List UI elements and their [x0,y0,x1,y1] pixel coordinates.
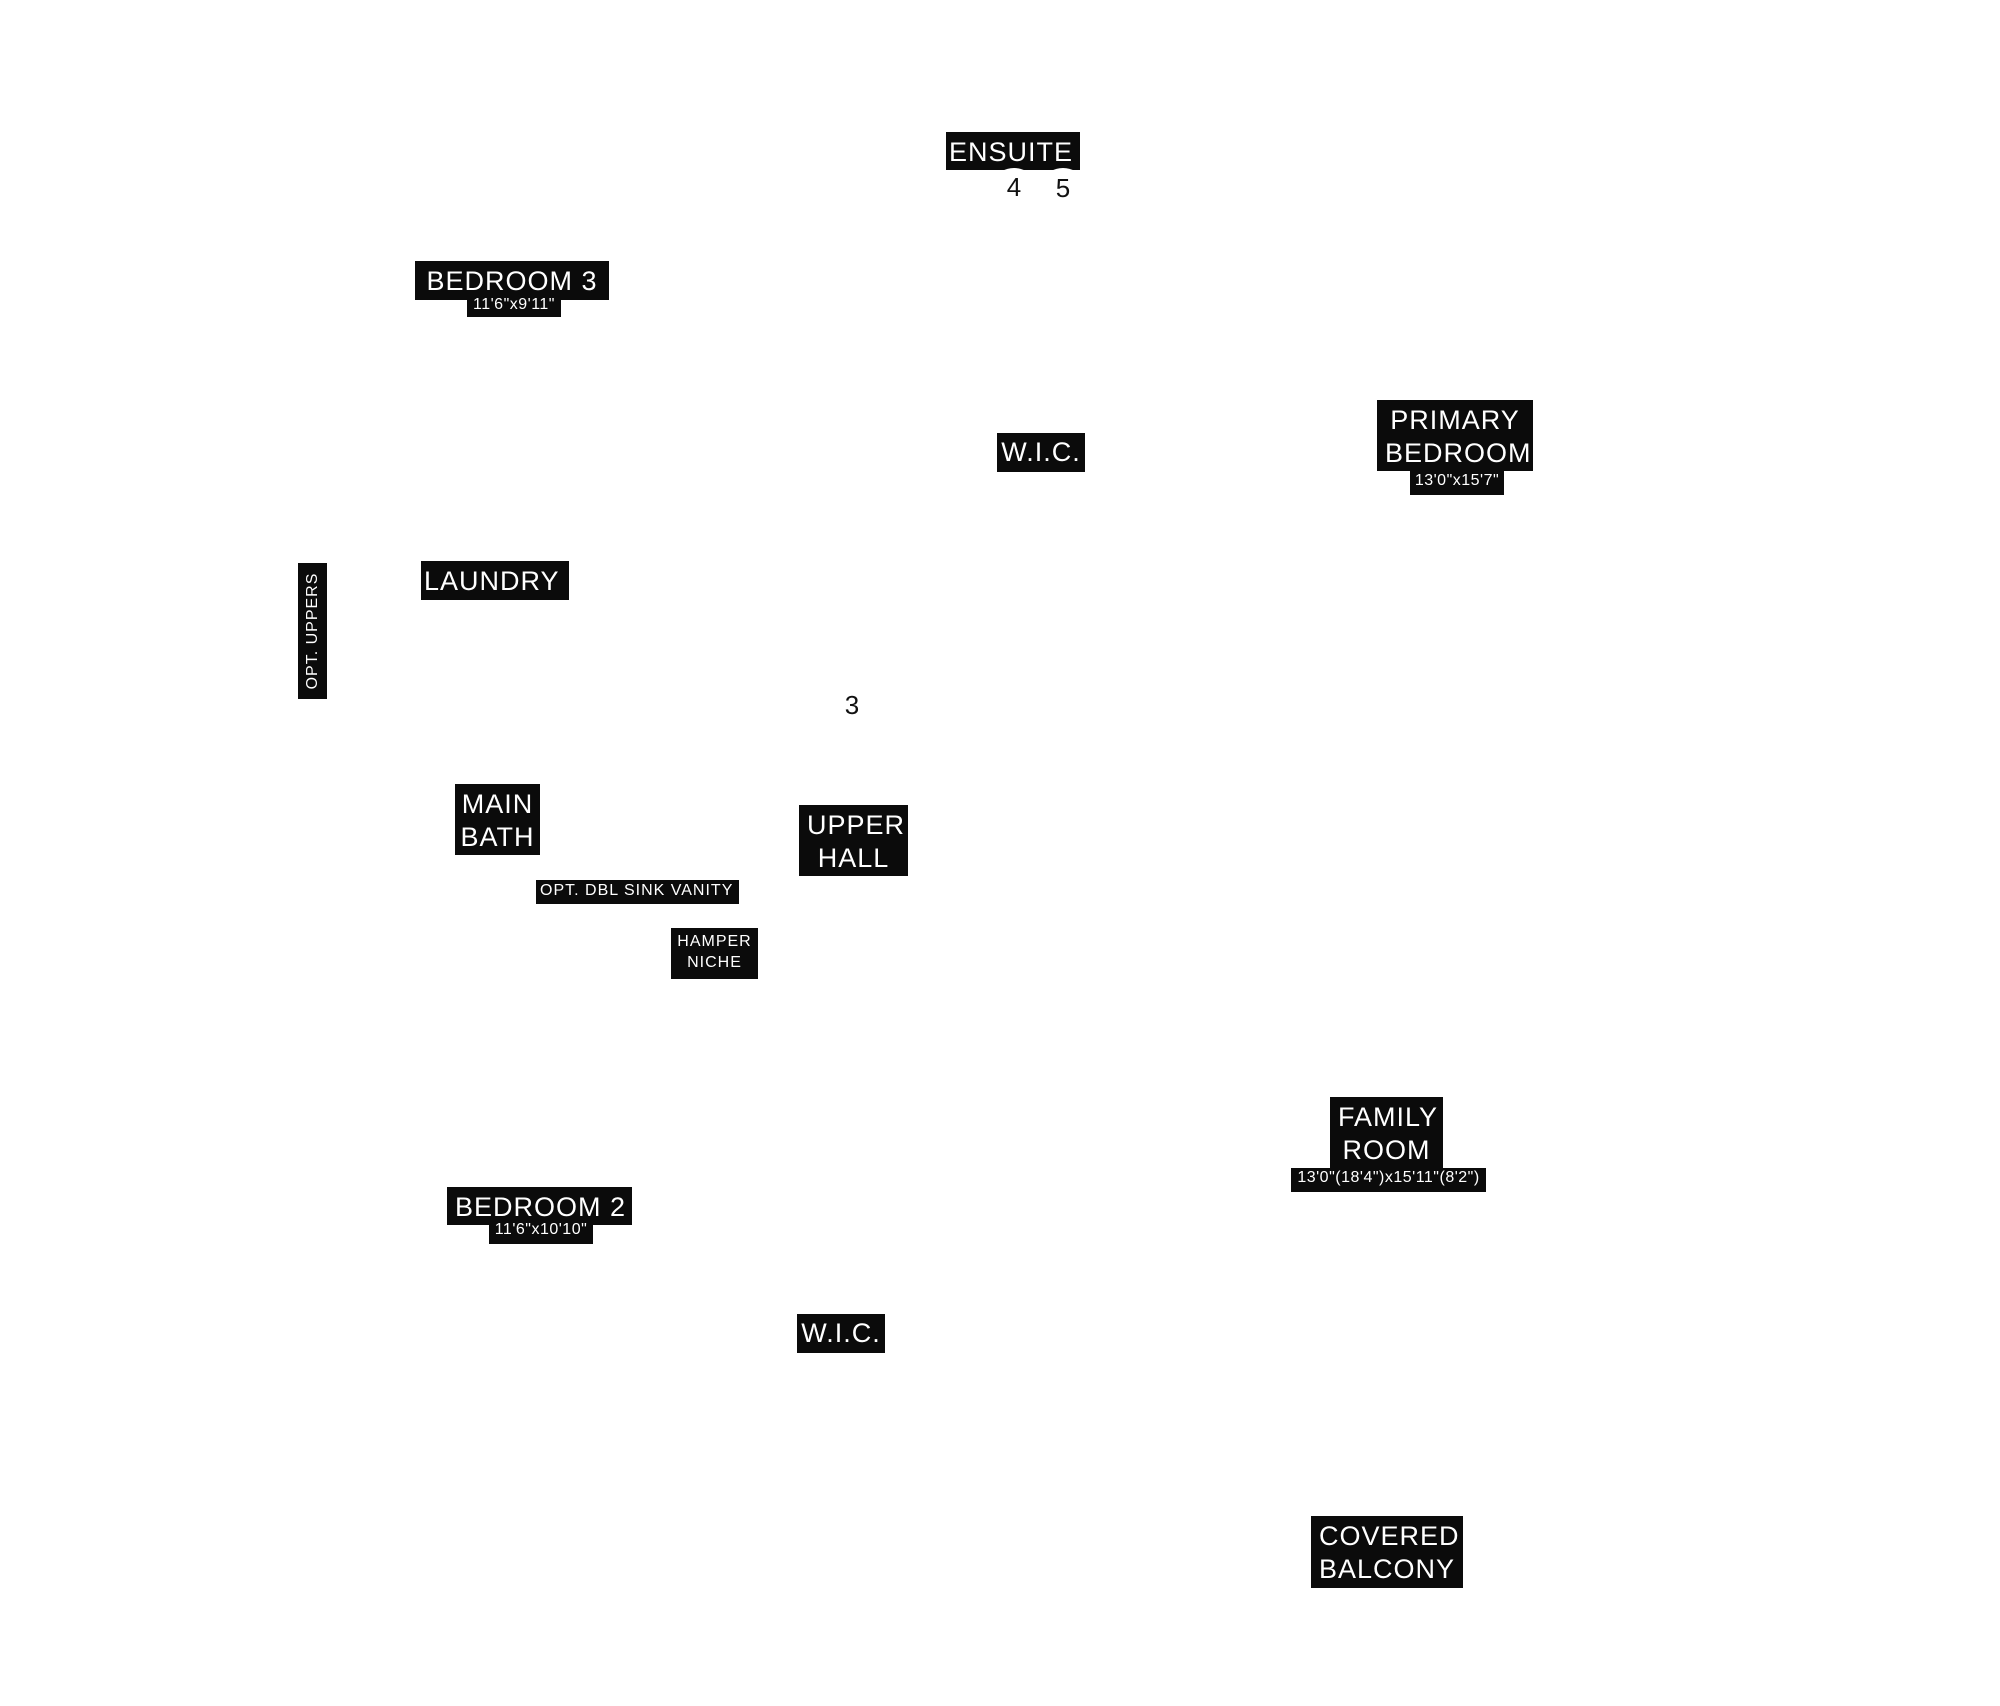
room-name-line2: BEDROOM [1385,438,1532,468]
note-text: OPT. DBL SINK VANITY [540,882,734,899]
room-name-line1: COVERED [1319,1521,1460,1551]
room-label-wic-upper: W.I.C. [997,433,1085,472]
room-name-line2: BATH [460,822,535,852]
note-opt-dbl-sink-vanity: OPT. DBL SINK VANITY [536,880,739,904]
ensuite-notch-right [1046,168,1080,190]
note-text-line2: NICHE [687,954,742,971]
room-name-line2: BALCONY [1319,1554,1456,1584]
room-label-covered-balcony: COVERED BALCONY [1311,1516,1463,1588]
marker-5: 5 [1055,173,1071,203]
marker-3: 3 [844,690,860,720]
note-hamper-niche: HAMPER NICHE [671,928,758,979]
room-label-family-room: FAMILY ROOM [1330,1097,1443,1168]
room-name-line1: MAIN [461,789,534,819]
room-dimensions-primary-bedroom: 13'0"x15'7" [1410,471,1504,495]
room-label-ensuite: ENSUITE [946,132,1080,170]
room-name-line1: PRIMARY [1390,405,1520,435]
marker-4: 4 [1006,172,1022,202]
room-name: BEDROOM 3 [426,266,598,296]
room-label-primary-bedroom: PRIMARY BEDROOM [1377,400,1533,471]
room-name-line1: FAMILY [1338,1102,1439,1132]
room-name: ENSUITE [949,137,1074,167]
room-name-line2: ROOM [1342,1135,1431,1165]
room-name: W.I.C. [1001,437,1081,467]
room-name: W.I.C. [801,1318,881,1348]
room-label-wic-lower: W.I.C. [797,1314,885,1353]
room-label-upper-hall: UPPER HALL [799,805,908,876]
room-name-line1: UPPER [807,810,906,840]
room-label-laundry: LAUNDRY [421,561,569,600]
room-name-line2: HALL [817,843,890,873]
room-dimensions-bedroom-3: 11'6"x9'11" [467,295,561,317]
note-opt-uppers: OPT. UPPERS [298,563,327,699]
room-label-main-bath: MAIN BATH [455,784,540,855]
note-text-line1: HAMPER [677,933,752,950]
room-name: LAUNDRY [424,566,560,596]
note-text: OPT. UPPERS [303,572,321,690]
ensuite-notch-left [997,168,1031,190]
room-dimensions-bedroom-2: 11'6"x10'10" [489,1220,593,1244]
room-label-bedroom-2: BEDROOM 2 [447,1187,632,1225]
room-name: BEDROOM 2 [455,1192,627,1222]
room-dimensions-family-room: 13'0"(18'4")x15'11"(8'2") [1291,1168,1486,1192]
room-label-bedroom-3: BEDROOM 3 [415,261,609,300]
